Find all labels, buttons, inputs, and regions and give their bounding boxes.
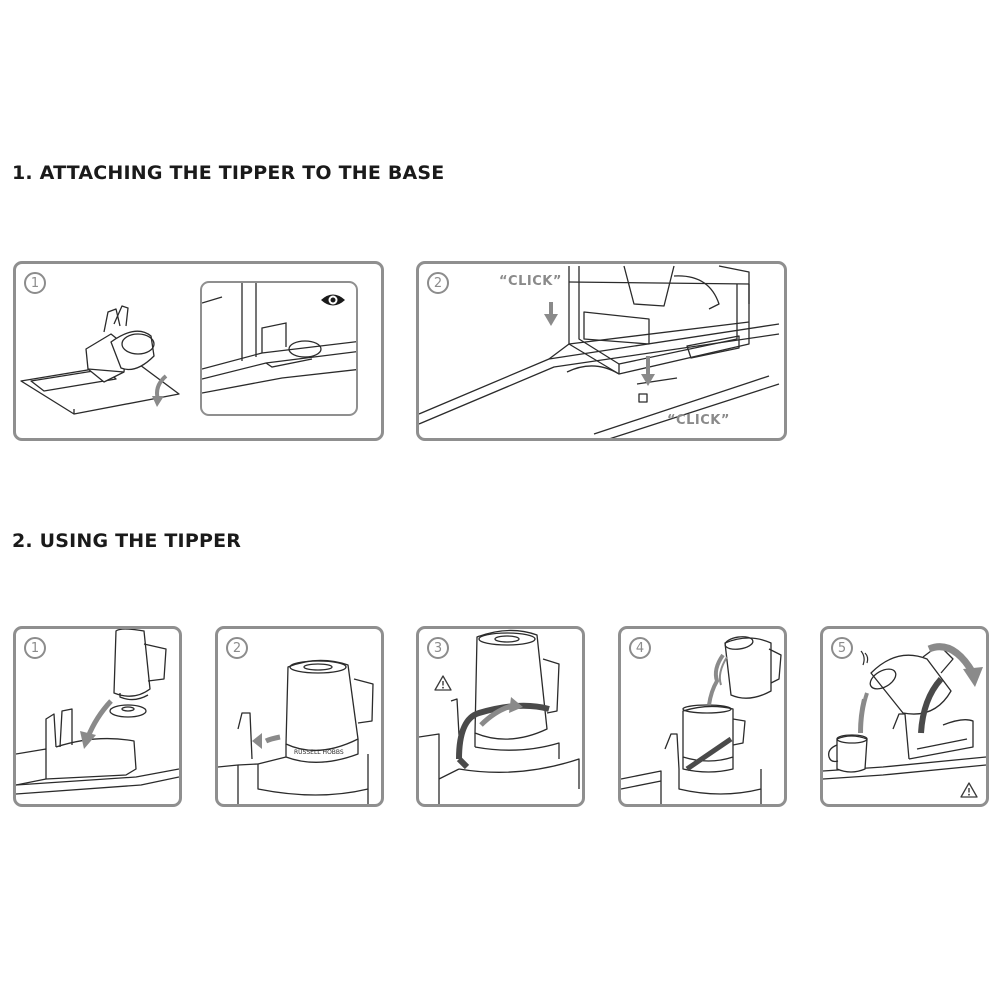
step-number-badge: 5 bbox=[831, 637, 853, 659]
strap-kettle-illustration bbox=[419, 629, 580, 804]
step-number-badge: 2 bbox=[427, 272, 449, 294]
step-number-badge: 4 bbox=[629, 637, 651, 659]
step-number-badge: 3 bbox=[427, 637, 449, 659]
eye-icon bbox=[321, 294, 345, 306]
detail-inset bbox=[200, 281, 358, 416]
step-number-badge: 2 bbox=[226, 637, 248, 659]
use-step-1-panel: 1 bbox=[13, 626, 182, 807]
section-2-title: 2. USING THE TIPPER bbox=[12, 530, 242, 552]
kettle-on-tipper-illustration: RUSSELL HOBBS bbox=[218, 659, 374, 804]
use-step-2-panel: RUSSELL HOBBS 2 bbox=[215, 626, 384, 807]
click-label-top: “CLICK” bbox=[499, 274, 562, 289]
use-step-3-panel: 3 bbox=[416, 626, 585, 807]
use-step-4-panel: 4 bbox=[618, 626, 787, 807]
tipper-placement-illustration bbox=[20, 305, 180, 415]
clip-detail-illustration bbox=[202, 283, 356, 394]
warning-icon bbox=[434, 675, 452, 691]
attach-step-2-panel: 2 “CLICK” “CLICK” bbox=[416, 261, 787, 441]
fill-kettle-illustration bbox=[621, 636, 782, 804]
warning-icon bbox=[960, 782, 978, 798]
place-kettle-illustration bbox=[16, 629, 179, 795]
use-step-5-panel: 5 bbox=[820, 626, 989, 807]
pour-kettle-illustration bbox=[823, 643, 986, 780]
base-click-illustration bbox=[419, 265, 780, 438]
click-label-bottom: “CLICK” bbox=[667, 413, 730, 428]
step-number-badge: 1 bbox=[24, 272, 46, 294]
section-1-title: 1. ATTACHING THE TIPPER TO THE BASE bbox=[12, 162, 445, 184]
attach-step-1-panel: 1 bbox=[13, 261, 384, 441]
kettle-brand-mark: RUSSELL HOBBS bbox=[294, 749, 344, 756]
step-number-badge: 1 bbox=[24, 637, 46, 659]
